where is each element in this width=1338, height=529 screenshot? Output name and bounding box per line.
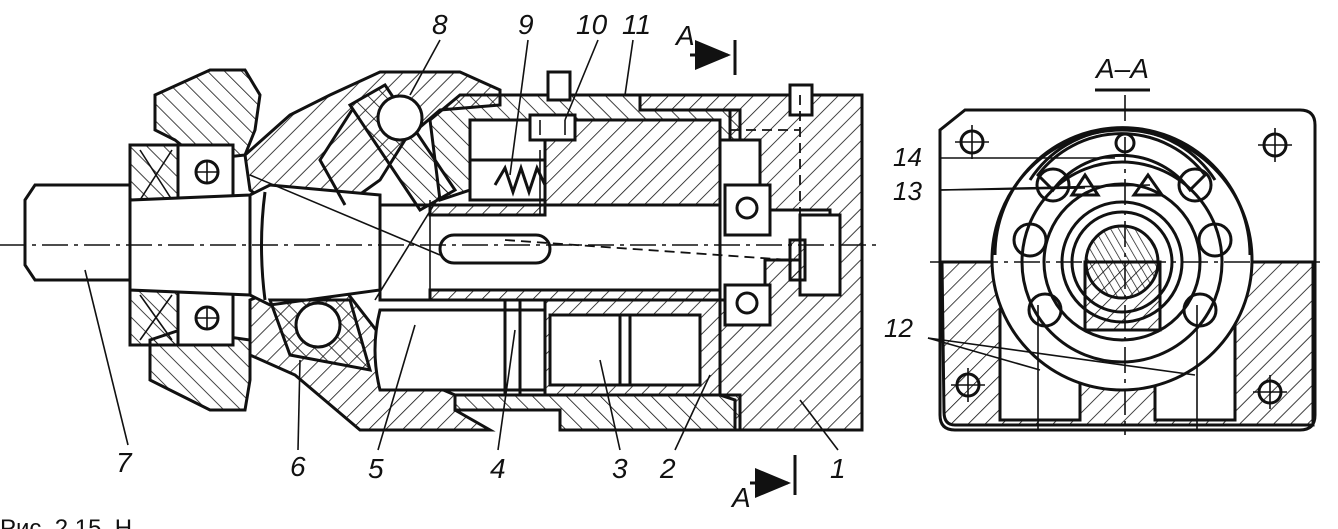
spring [468,158,547,202]
label-11: 11 [622,9,651,40]
leader-lines [84,39,1196,451]
label-4: 4 [490,453,506,484]
label-14: 14 [893,142,922,172]
top-plug [546,70,572,102]
cut-plane-marks [690,40,797,498]
rear-bearing-lower [723,283,772,327]
top-plug-right [788,83,814,117]
label-7: 7 [116,447,133,478]
aa-bolt-holes [951,125,1292,409]
swash-bearing-upper [318,83,458,212]
cylinder-housing-lower [453,393,742,432]
piston [373,308,547,392]
part-labels: 7 6 5 4 3 2 1 8 9 10 11 14 13 12 A–A A A… [0,9,1149,529]
label-3: 3 [612,453,628,484]
label-13: 13 [893,176,922,206]
section-title: A–A [1094,53,1149,84]
figure-caption: Рис. 2.15. Н [0,515,132,529]
swash-bearing-lower [267,298,373,372]
section-aa-view [930,88,1320,435]
cut-label-bottom: A [730,482,751,513]
label-1: 1 [830,453,846,484]
mounting-flange [153,68,262,162]
locking-screw [528,113,577,142]
aa-housing-outline [938,108,1317,432]
shaft-keyway [438,233,552,265]
label-6: 6 [290,451,306,482]
piston-bore-lower [548,313,702,387]
cut-label-top: A [674,20,695,51]
label-2: 2 [659,453,676,484]
label-10: 10 [576,9,608,40]
rear-bearing-upper [723,183,772,237]
main-section-view [0,68,880,432]
label-12: 12 [884,313,913,343]
end-cap [798,213,842,297]
label-5: 5 [368,453,384,484]
label-8: 8 [432,9,448,40]
label-9: 9 [518,9,534,40]
